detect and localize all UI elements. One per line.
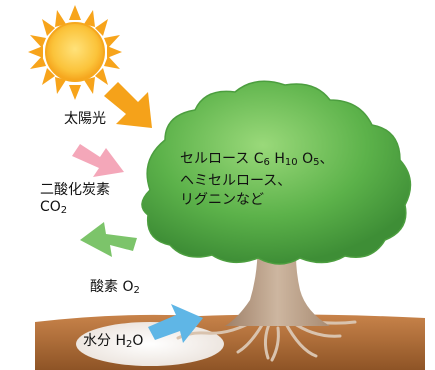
water-label: 水分 H2O (83, 333, 144, 350)
sunlight-arrow (104, 82, 152, 128)
tree-trunk (225, 215, 330, 326)
co2-name: 二酸化炭素 (40, 182, 110, 198)
tree-components-text: セルロース C6 H10 O5、 ヘミセルロース、 リグニンなど (180, 150, 380, 210)
sun-icon (28, 5, 122, 100)
tree-text-line1: セルロース C6 H10 O5、 (180, 151, 334, 168)
oxygen-label: 酸素 O2 (90, 279, 140, 296)
water-arrow (148, 304, 203, 343)
co2-label: 二酸化炭素 CO2 (40, 182, 110, 219)
tree-text-line3: リグニンなど (180, 192, 264, 208)
co2-arrow (72, 144, 124, 177)
tree-text-line2: ヘミセルロース、 (180, 173, 292, 189)
tree-canopy (141, 80, 412, 265)
sunlight-label: 太陽光 (64, 111, 106, 127)
oxygen-arrow (80, 222, 137, 257)
co2-formula: CO2 (40, 199, 68, 216)
